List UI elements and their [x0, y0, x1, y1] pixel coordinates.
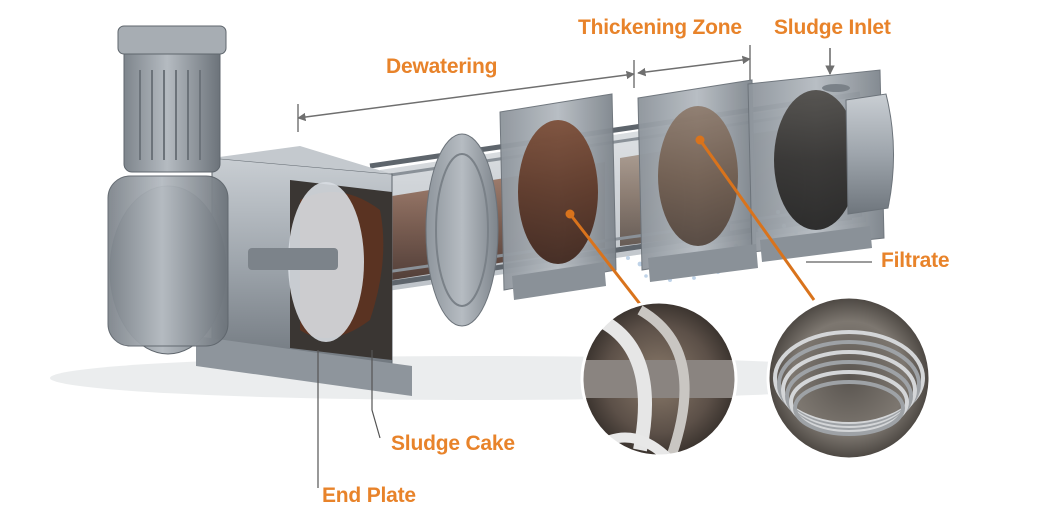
detail-ring-plates: [766, 295, 932, 461]
label-filtrate: Filtrate: [881, 249, 950, 272]
leader-lines-gray: [317, 350, 381, 488]
dimension-thickening-zone: [637, 45, 751, 80]
sludge-inlet-box: [822, 84, 895, 215]
flange-plate-1: [425, 133, 499, 327]
end-housing: [196, 146, 412, 396]
flange-plate-2: [499, 93, 617, 291]
motor: [107, 25, 229, 355]
support-legs: [512, 226, 872, 300]
label-thickening-zone: Thickening Zone: [578, 16, 742, 39]
label-sludge-inlet: Sludge Inlet: [774, 16, 891, 39]
label-end-plate: End Plate: [322, 484, 416, 507]
leader-lines: [565, 135, 816, 305]
label-sludge-cake: Sludge Cake: [391, 432, 515, 455]
flange-plate-3: [637, 79, 757, 271]
detail-screw-blade: [580, 300, 738, 458]
dimension-dewatering: [297, 60, 635, 132]
label-dewatering: Dewatering: [386, 55, 498, 78]
